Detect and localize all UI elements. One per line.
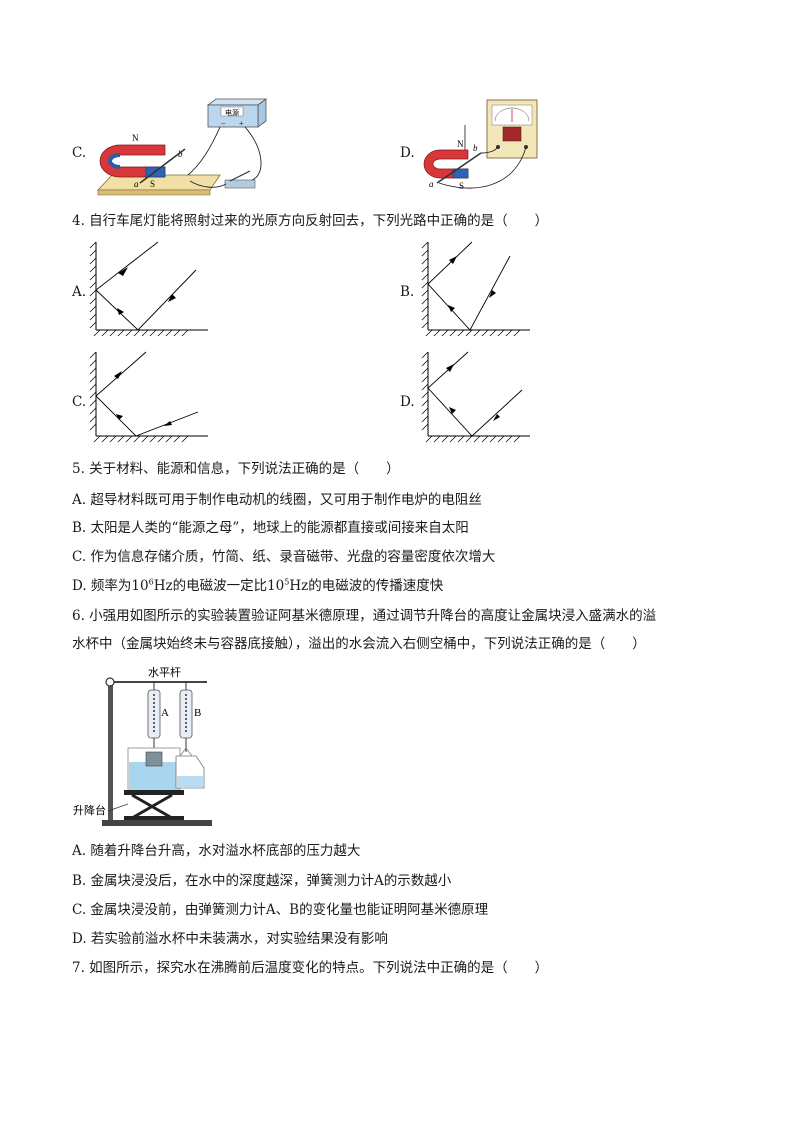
q6-option-b: B. 金属块浸没后，在水中的深度越深，弹簧测力计A的示数越小 xyxy=(72,873,452,889)
galvanometer xyxy=(486,99,538,159)
q5-option-a: A. 超导材料既可用于制作电动机的线圈，又可用于制作电炉的电阻丝 xyxy=(72,492,482,508)
metal-block xyxy=(145,751,163,767)
power-plus: + xyxy=(239,119,244,128)
option-d-label: D. xyxy=(400,145,415,161)
stand-pole xyxy=(108,682,113,824)
overflow-cup xyxy=(127,747,189,791)
wire-a-label: a xyxy=(134,179,139,189)
q5-option-b: B. 太阳是人类的“能源之母”，地球上的能源都直接或间接来自太阳 xyxy=(72,520,469,536)
stand-base xyxy=(102,820,212,826)
q4-figure-c xyxy=(89,351,208,443)
lift-platform xyxy=(124,790,184,820)
figure-q3-option-c: 电源 − + N S a b xyxy=(97,98,268,196)
q5-option-d-suffix: Hz的电磁波的传播速度快 xyxy=(289,578,444,594)
option-c-label: C. xyxy=(72,145,87,161)
switch xyxy=(224,179,256,189)
q6-option-a: A. 随着升降台升高，水对溢水杯底部的压力越大 xyxy=(72,843,361,859)
wire-b-label: b xyxy=(178,149,183,159)
q4-figure-a xyxy=(89,241,208,337)
horizontal-bar-label: 水平杆 xyxy=(148,665,181,679)
question-6-stem-line-1: 6. 小强用如图所示的实验装置验证阿基米德原理，通过调节升降台的高度让金属块浸入… xyxy=(72,608,657,624)
magnet-s-label: S xyxy=(459,181,464,191)
q5-option-d-exponent-1: 6 xyxy=(148,577,154,587)
empty-bucket xyxy=(175,747,205,789)
magnet-s-label: S xyxy=(150,179,155,189)
power-supply-box: 电源 − + xyxy=(206,98,268,128)
magnet-n-label: N xyxy=(457,139,464,149)
q5-option-d-middle: Hz的电磁波一定比10 xyxy=(153,578,285,594)
q5-option-d-prefix: D. 频率为10 xyxy=(72,578,149,594)
q6-option-d: D. 若实验前溢水杯中未装满水，对实验结果没有影响 xyxy=(72,931,388,947)
question-5-stem: 5. 关于材料、能源和信息，下列说法正确的是（ ） xyxy=(72,461,400,477)
figure-q3-option-d: N S a b xyxy=(423,99,538,191)
power-minus: − xyxy=(221,119,226,128)
wire-a-label: a xyxy=(429,179,434,189)
q5-option-d: D. 频率为106Hz的电磁波一定比105Hz的电磁波的传播速度快 xyxy=(72,576,443,596)
q4-option-b-label: B. xyxy=(400,284,415,300)
q4-option-c-label: C. xyxy=(72,394,87,410)
spring-scale-a xyxy=(147,682,161,752)
lift-platform-label: 升降台 xyxy=(73,803,106,817)
q4-figure-b xyxy=(421,241,530,337)
question-4-stem: 4. 自行车尾灯能将照射过来的光原方向反射回去，下列光路中正确的是（ ） xyxy=(72,213,549,229)
q4-option-d-label: D. xyxy=(400,394,415,410)
scale-b-label: B xyxy=(194,707,201,719)
q4-figure-d xyxy=(421,351,530,443)
wire-b-label: b xyxy=(473,143,478,153)
spring-scale-b xyxy=(179,682,193,752)
figure-q6-archimedes-apparatus: 水平杆 A B 升降台 xyxy=(73,665,212,826)
question-6-stem-line-2: 水杯中（金属块始终未与容器底接触），溢出的水会流入右侧空桶中，下列说法正确的是（… xyxy=(72,636,646,652)
horseshoe-magnet xyxy=(423,149,469,179)
power-supply-label: 电源 xyxy=(225,108,239,117)
q4-option-a-label: A. xyxy=(72,284,87,300)
magnet-n-label: N xyxy=(132,133,139,143)
q5-option-c: C. 作为信息存储介质，竹简、纸、录音磁带、光盘的容量密度依次增大 xyxy=(72,549,496,565)
conductor-rod xyxy=(436,152,482,184)
question-7-stem: 7. 如图所示，探究水在沸腾前后温度变化的特点。下列说法中正确的是（ ） xyxy=(72,960,549,976)
q6-option-c: C. 金属块浸没前，由弹簧测力计A、B的变化量也能证明阿基米德原理 xyxy=(72,902,489,918)
conductor-rod xyxy=(139,148,186,184)
q5-option-d-exponent-2: 5 xyxy=(284,577,290,587)
scale-a-label: A xyxy=(161,707,169,719)
